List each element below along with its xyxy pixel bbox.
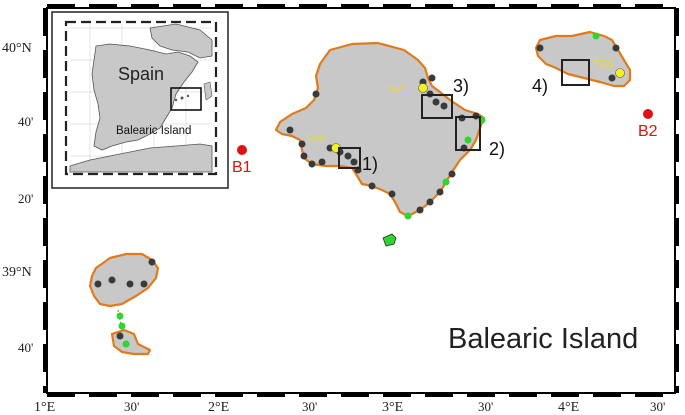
- study-box-1-label: 1): [362, 154, 378, 174]
- lon-label-4-30: 30': [650, 399, 665, 414]
- lon-label-4e: 4°E: [558, 400, 579, 415]
- cabrera-islet: [382, 233, 397, 247]
- left-axis-labels: 40°N 40' 20' 39°N 40': [2, 41, 33, 355]
- inset-region-label: Balearic Island: [116, 125, 191, 137]
- lon-label-3e: 3°E: [382, 400, 403, 415]
- lon-label-3-30: 30': [478, 399, 493, 414]
- lat-label-39n: 39°N: [2, 265, 32, 280]
- inset-balearic-box: [170, 87, 202, 111]
- inset-iberia: [91, 43, 199, 151]
- lon-label-1-30: 30': [124, 399, 139, 414]
- lat-label-40min-b: 40': [18, 340, 33, 355]
- lat-label-40n: 40°N: [2, 41, 32, 56]
- study-box-2: [455, 116, 481, 151]
- buoy-markers: B1 B2: [232, 109, 658, 176]
- mallorca-island: [274, 41, 486, 218]
- b1-marker: [237, 145, 247, 155]
- study-box-3: [421, 94, 453, 119]
- b1-label: B1: [232, 159, 252, 176]
- inset-map: Spain Balearic Island: [51, 11, 229, 189]
- tg3-label: TG3: [593, 59, 613, 70]
- ibiza-island: [88, 252, 160, 308]
- lat-label-40min: 40': [18, 114, 33, 129]
- tg2-marker: [418, 83, 428, 93]
- tide-gauge-labels: TG1 TG2 TG3: [306, 59, 613, 145]
- map-title: Balearic Island: [448, 323, 638, 355]
- study-box-4-label: 4): [532, 76, 548, 96]
- inset-africa: [69, 143, 213, 173]
- tg2-label: TG2: [386, 84, 406, 95]
- study-box-2-label: 2): [489, 139, 505, 159]
- b2-marker: [643, 109, 653, 119]
- study-box-4: [561, 59, 590, 86]
- study-boxes: 1) 2) 3) 4): [338, 59, 590, 174]
- tg1-label: TG1: [306, 134, 326, 145]
- tg3-marker: [615, 68, 625, 78]
- inset-country-label: Spain: [118, 64, 164, 84]
- study-box-3-label: 3): [453, 76, 469, 96]
- lon-label-2-30: 30': [302, 399, 317, 414]
- b2-label: B2: [638, 123, 658, 140]
- dark-stations: [94, 44, 620, 340]
- study-box-1: [338, 147, 361, 169]
- lat-label-20min: 20': [18, 191, 33, 206]
- lon-label-1e: 1°E: [34, 400, 55, 415]
- bottom-axis-labels: 1°E 30' 2°E 30' 3°E 30' 4°E 30': [34, 399, 665, 415]
- lon-label-2e: 2°E: [208, 400, 229, 415]
- inset-france: [149, 23, 213, 59]
- map-frame: [43, 4, 679, 397]
